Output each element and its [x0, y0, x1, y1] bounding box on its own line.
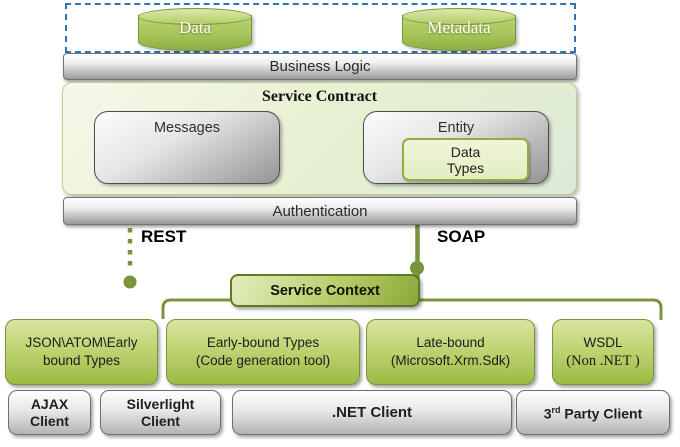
- client-third-party-rest: Party Client: [560, 405, 643, 422]
- service-contract-title: Service Contract: [261, 88, 378, 105]
- data-types-line1: Data: [450, 143, 481, 160]
- data-cylinder-label: Data: [178, 18, 212, 37]
- business-logic-label: Business Logic: [269, 58, 371, 75]
- endpoint-early-bound-line1: Early-bound Types: [206, 335, 320, 350]
- client-dotnet-label: .NET Client: [331, 404, 412, 421]
- data-cylinder: Data: [138, 8, 252, 52]
- client-ajax: AJAX Client: [8, 390, 91, 435]
- metadata-cylinder-label: Metadata: [427, 18, 491, 37]
- service-context-label: Service Context: [270, 282, 380, 299]
- authentication-layer: Authentication: [63, 197, 577, 225]
- client-dotnet: .NET Client: [232, 390, 512, 435]
- rest-endpoint-dot: [123, 275, 137, 289]
- data-types-box: Data Types: [402, 138, 529, 181]
- endpoint-json-atom-line1: JSON\ATOM\Early: [25, 335, 138, 350]
- service-context-box: Service Context: [230, 274, 420, 307]
- messages-label: Messages: [153, 120, 221, 136]
- client-silverlight: Silverlight Client: [100, 390, 221, 435]
- endpoint-json-atom-line2: bound Types: [42, 353, 121, 368]
- endpoint-wsdl-line1: WSDL: [583, 335, 623, 350]
- endpoint-late-bound-line2: (Microsoft.Xrm.Sdk): [390, 353, 511, 368]
- client-silverlight-line1: Silverlight: [126, 395, 195, 412]
- soap-endpoint-dot: [410, 261, 424, 275]
- business-logic-layer: Business Logic: [63, 53, 577, 80]
- endpoint-late-bound-line1: Late-bound: [416, 335, 485, 350]
- authentication-label: Authentication: [272, 202, 368, 220]
- client-ajax-line2: Client: [30, 412, 69, 429]
- endpoint-early-bound: Early-bound Types (Code generation tool): [166, 319, 360, 385]
- entity-box: Entity Data Types: [363, 111, 549, 184]
- endpoint-wsdl: WSDL (Non .NET ): [552, 319, 654, 385]
- client-third-party-label: 3rd Party Client: [544, 402, 643, 423]
- client-ajax-line1: AJAX: [30, 395, 69, 412]
- entity-label: Entity: [437, 120, 475, 136]
- data-cylinder-top: [138, 8, 252, 25]
- messages-box: Messages: [94, 111, 280, 184]
- endpoint-late-bound: Late-bound (Microsoft.Xrm.Sdk): [366, 319, 535, 385]
- data-types-line2: Types: [446, 159, 485, 176]
- rest-label: REST: [141, 227, 187, 246]
- client-third-party: 3rd Party Client: [516, 390, 670, 435]
- client-silverlight-line2: Client: [141, 412, 180, 429]
- endpoint-wsdl-line2: (Non .NET ): [566, 353, 640, 369]
- endpoint-json-atom: JSON\ATOM\Early bound Types: [5, 319, 158, 385]
- metadata-cylinder-top: [402, 8, 516, 25]
- soap-label: SOAP: [437, 227, 486, 246]
- client-third-party-prefix: 3: [543, 405, 552, 422]
- metadata-cylinder: Metadata: [402, 8, 516, 52]
- service-contract-container: Service Contract Messages Entity Data Ty…: [62, 82, 577, 195]
- endpoint-early-bound-line2: (Code generation tool): [195, 353, 331, 368]
- client-third-party-ordinal: rd: [551, 405, 561, 416]
